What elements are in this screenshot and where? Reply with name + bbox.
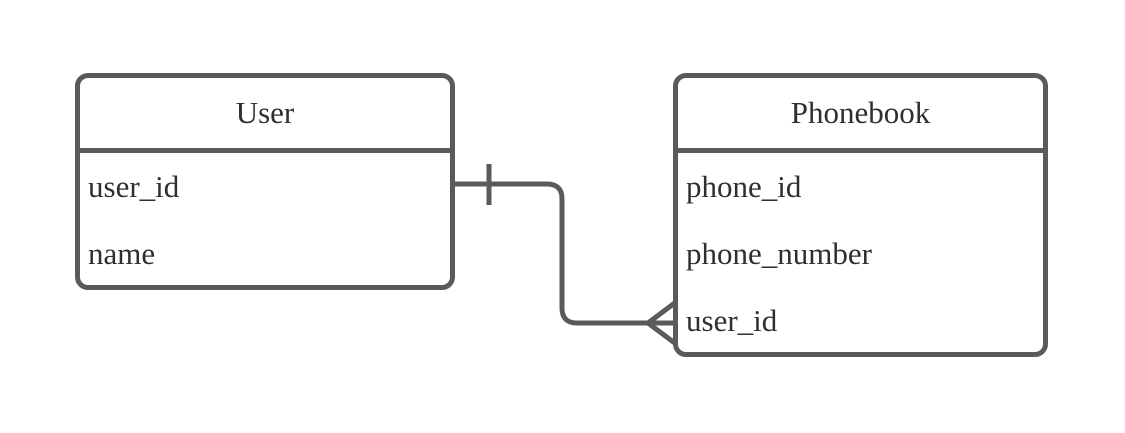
field-row: phone_id [686,168,802,204]
entity-user-fields: user_id name [80,153,450,287]
field-row: phone_number [686,235,872,271]
entity-user-title: User [80,78,450,153]
relationship-line [455,181,650,326]
entity-phonebook: Phonebook phone_id phone_number user_id [673,73,1048,357]
field-row: user_id [686,302,778,338]
entity-phonebook-fields: phone_id phone_number user_id [678,153,1043,354]
field-row: user_id [88,168,180,204]
entity-phonebook-title: Phonebook [678,78,1043,153]
entity-user: User user_id name [75,73,455,290]
field-row: name [88,235,156,271]
cardinality-many-marker-icon [646,300,678,346]
